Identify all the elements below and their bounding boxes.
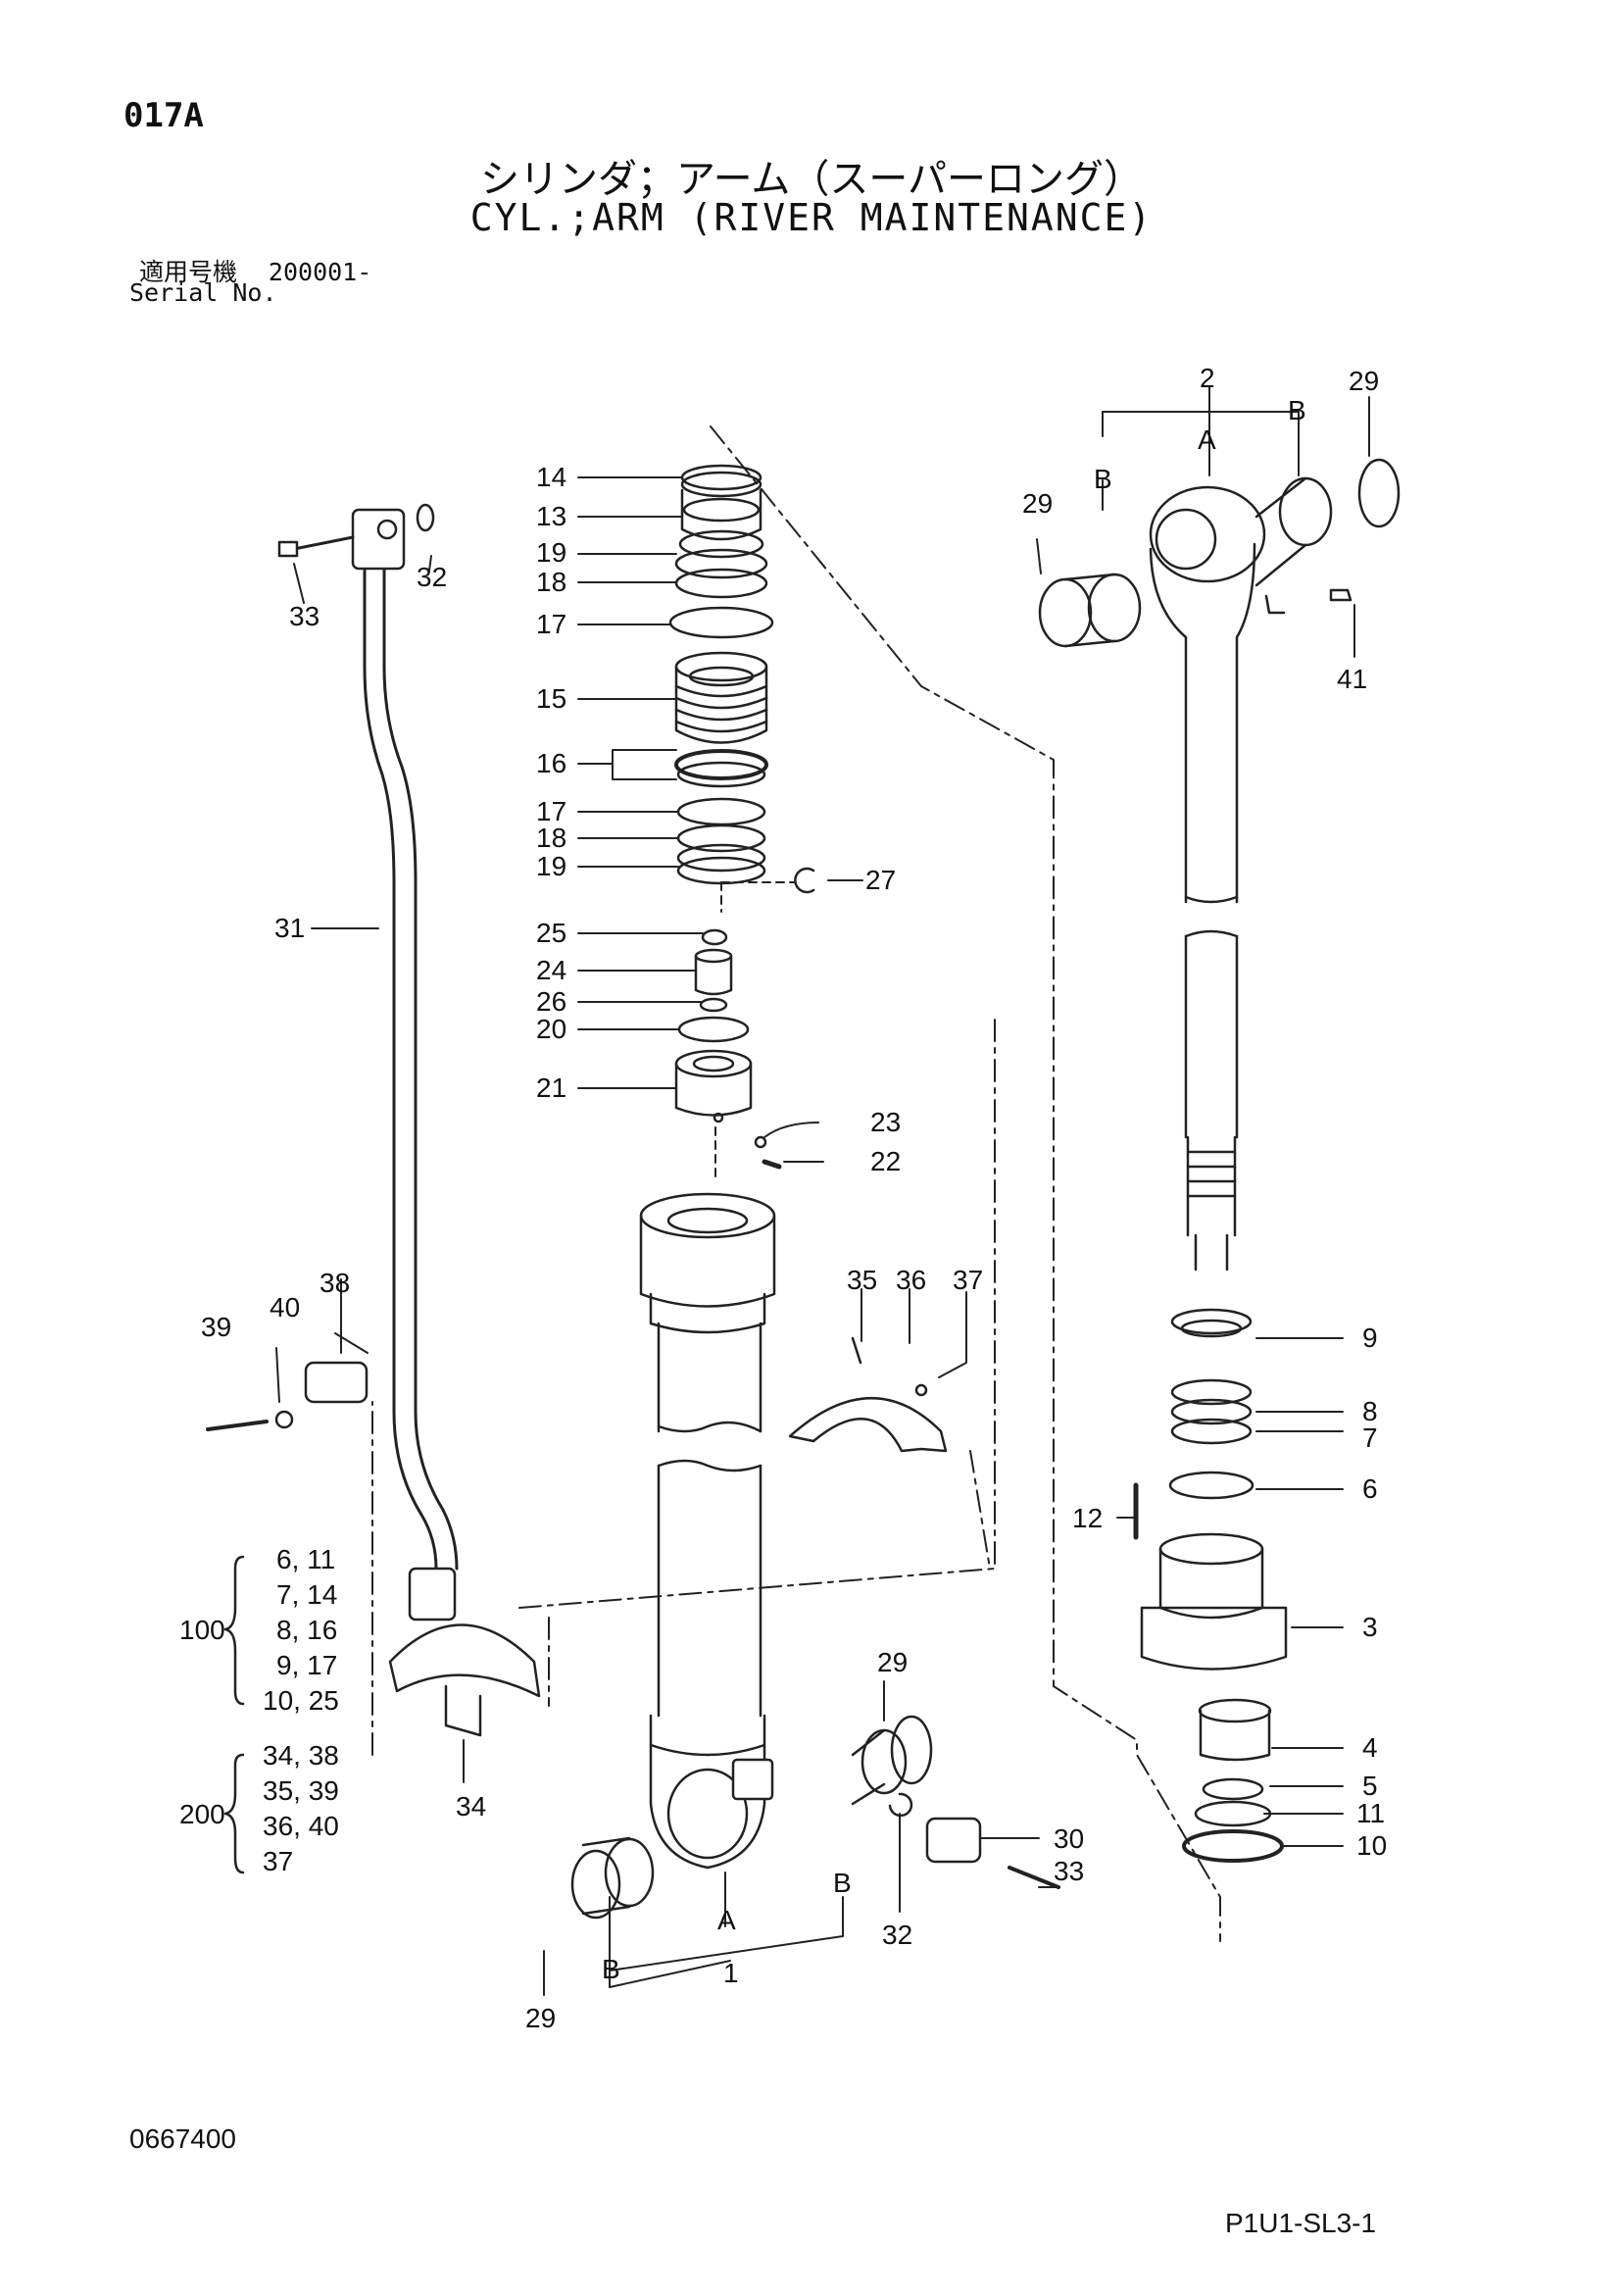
callout-40: 40 (270, 1292, 300, 1323)
callout-33: 33 (289, 601, 320, 631)
callout-7: 7 (1362, 1423, 1378, 1453)
callout-6: 6 (1362, 1473, 1378, 1504)
kit-200-bracket (223, 1753, 245, 1874)
callout-17: 17 (536, 609, 566, 639)
kit-200-item: 35, 39 (263, 1775, 339, 1806)
callout-26: 26 (536, 986, 566, 1017)
callout-15: 15 (536, 683, 566, 714)
callout-20: 20 (536, 1014, 566, 1044)
callout-30: 30 (1054, 1823, 1084, 1854)
kit-100-item: 7, 14 (276, 1579, 337, 1610)
serial-label-english: Serial No. (129, 278, 277, 307)
callout-29: 29 (1022, 488, 1053, 519)
callout-3: 3 (1362, 1612, 1378, 1642)
page-code: 017A (123, 96, 204, 135)
callout-32: 32 (417, 562, 447, 592)
callout-39: 39 (201, 1312, 231, 1342)
kit-100-label: 100 (179, 1615, 225, 1645)
callout-14: 14 (536, 462, 566, 492)
pipe-assembly (277, 503, 459, 1622)
kit-200-item: 36, 40 (263, 1811, 339, 1841)
serial-label-japanese: 適用号機 (139, 258, 238, 286)
callout-21: 21 (536, 1073, 566, 1103)
kit-100-item: 6, 11 (276, 1544, 335, 1574)
callout-17: 17 (536, 796, 566, 826)
kit-100-item: 9, 17 (276, 1650, 337, 1680)
pipe-clamps (206, 1336, 948, 1737)
callout-letter-b: B (833, 1868, 852, 1898)
callout-4: 4 (1362, 1732, 1378, 1763)
callout-33: 33 (1054, 1856, 1084, 1886)
cylinder-tube (639, 1192, 776, 1870)
callout-5: 5 (1362, 1771, 1378, 1801)
callout-34: 34 (456, 1791, 486, 1822)
callout-35: 35 (847, 1265, 877, 1295)
serial-value: 200001- (268, 258, 372, 286)
bushing-group-top (1038, 458, 1401, 648)
callout-29: 29 (1349, 366, 1379, 396)
kit-200-label: 200 (179, 1799, 225, 1829)
callout-18: 18 (536, 567, 566, 597)
callout-12: 12 (1072, 1503, 1103, 1533)
callout-1: 1 (723, 1958, 739, 1988)
page-title-english: CYL.;ARM (RIVER MAINTENANCE) (469, 196, 1154, 239)
callout-13: 13 (536, 501, 566, 531)
callout-2: 2 (1200, 363, 1215, 393)
callout-letter-b: B (602, 1954, 620, 1984)
rod-assembly (1133, 485, 1288, 1863)
callout-37: 37 (953, 1265, 983, 1295)
callout-27: 27 (865, 865, 896, 895)
callout-letter-a: A (1198, 424, 1216, 455)
bushing-group-bottom (570, 1715, 1060, 1920)
callout-letter-a: A (717, 1905, 736, 1935)
callout-10: 10 (1356, 1830, 1387, 1861)
serial-range-japanese: 適用号機 200001- (139, 253, 371, 288)
callout-letter-b: B (1288, 395, 1306, 425)
callout-22: 22 (870, 1146, 901, 1176)
callout-32: 32 (882, 1920, 912, 1950)
document-number: 0667400 (129, 2123, 237, 2154)
callout-11: 11 (1356, 1798, 1385, 1828)
callout-labels: 14 13 19 18 17 15 16 17 18 19 27 25 24 2… (179, 363, 1387, 2033)
callout-25: 25 (536, 918, 566, 948)
leader-lines (275, 386, 1370, 1996)
callout-36: 36 (896, 1265, 926, 1295)
callout-31: 31 (274, 913, 305, 943)
callout-29: 29 (525, 2003, 556, 2033)
callout-16: 16 (536, 748, 566, 778)
kit-200-item: 34, 38 (263, 1740, 339, 1771)
callout-41: 41 (1337, 664, 1367, 694)
kit-100-item: 8, 16 (276, 1615, 337, 1645)
sheet-code: P1U1-SL3-1 (1225, 2208, 1377, 2238)
callout-19: 19 (536, 851, 566, 881)
page-title-japanese: シリンダ；アーム（スーパーロング） (480, 157, 1143, 202)
callout-24: 24 (536, 955, 566, 985)
callout-29: 29 (877, 1647, 908, 1677)
kit-100-bracket (223, 1555, 245, 1706)
callout-19: 19 (536, 537, 566, 568)
callout-23: 23 (870, 1107, 901, 1137)
callout-letter-b: B (1094, 464, 1112, 494)
callout-18: 18 (536, 823, 566, 853)
callout-38: 38 (320, 1268, 350, 1298)
assembly-boundary-dashed (371, 425, 1221, 1942)
callout-9: 9 (1362, 1323, 1378, 1353)
seal-stack (668, 464, 815, 1177)
kit-200-item: 37 (263, 1846, 293, 1876)
kit-100-item: 10, 25 (263, 1685, 339, 1716)
callout-8: 8 (1362, 1396, 1378, 1426)
